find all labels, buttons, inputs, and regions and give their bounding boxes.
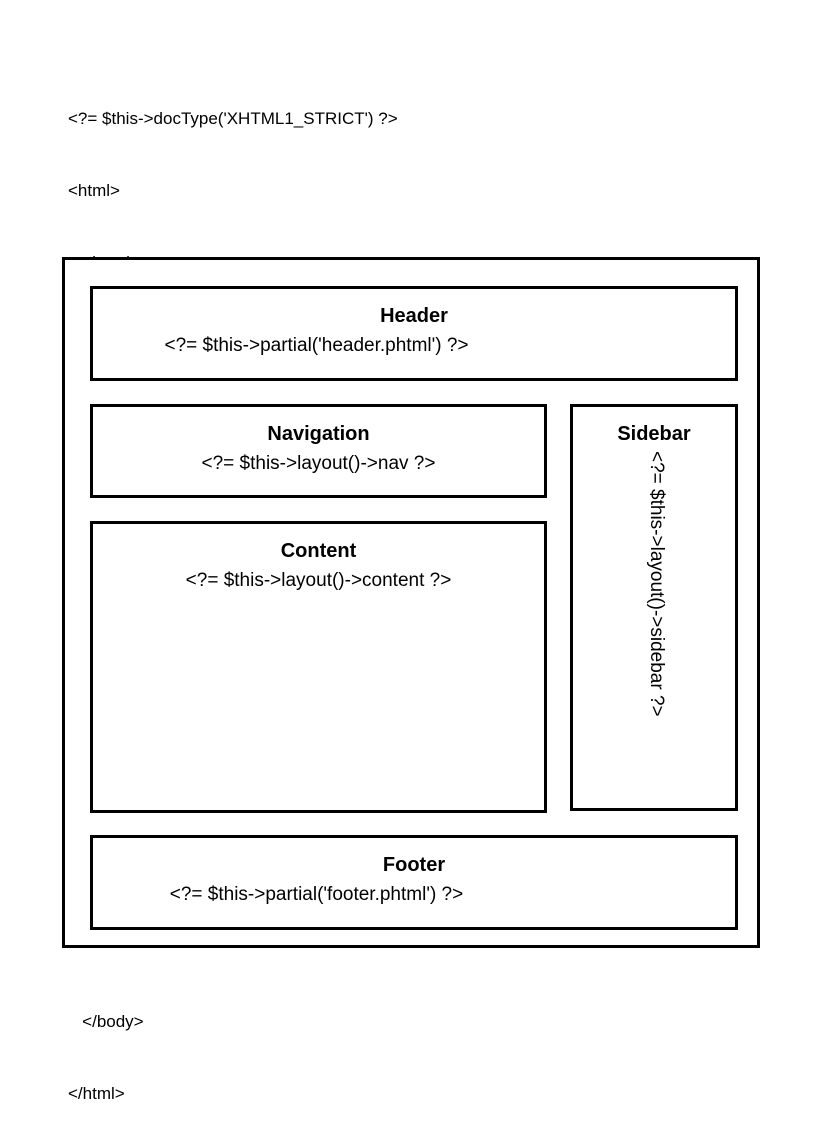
code-line: <?= $this->docType('XHTML1_STRICT') ?>: [68, 109, 398, 128]
header-box-code: <?= $this->partial('header.phtml') ?>: [164, 335, 469, 356]
navigation-box-title: Navigation: [267, 423, 370, 445]
header-box-title: Header: [380, 305, 448, 327]
diagram-box-sidebar: Sidebar <?= $this->layout()->sidebar ?>: [570, 404, 738, 811]
sidebar-rotated-text-wrap: <?= $this->layout()->sidebar ?>: [573, 451, 735, 808]
code-line: </html>: [68, 1084, 125, 1103]
sidebar-box-title: Sidebar: [617, 423, 691, 445]
diagram-box-header: Header <?= $this->partial('header.phtml'…: [90, 286, 738, 381]
footer-box-code: <?= $this->partial('footer.phtml') ?>: [169, 884, 464, 905]
code-line: <html>: [68, 181, 120, 200]
footer-box-title: Footer: [382, 854, 446, 876]
code-line: </body>: [68, 1012, 144, 1031]
content-box-code: <?= $this->layout()->content ?>: [185, 570, 452, 591]
sidebar-box-code: <?= $this->layout()->sidebar ?>: [646, 451, 667, 717]
diagram-box-footer: Footer <?= $this->partial('footer.phtml'…: [90, 835, 738, 930]
content-box-title: Content: [280, 540, 357, 562]
diagram-box-navigation: Navigation <?= $this->layout()->nav ?>: [90, 404, 547, 498]
navigation-box-code: <?= $this->layout()->nav ?>: [201, 453, 436, 474]
layout-diagram-frame: Header <?= $this->partial('header.phtml'…: [62, 257, 760, 948]
code-listing-bottom: </body> </html>: [68, 962, 144, 1130]
diagram-box-content: Content <?= $this->layout()->content ?>: [90, 521, 547, 813]
